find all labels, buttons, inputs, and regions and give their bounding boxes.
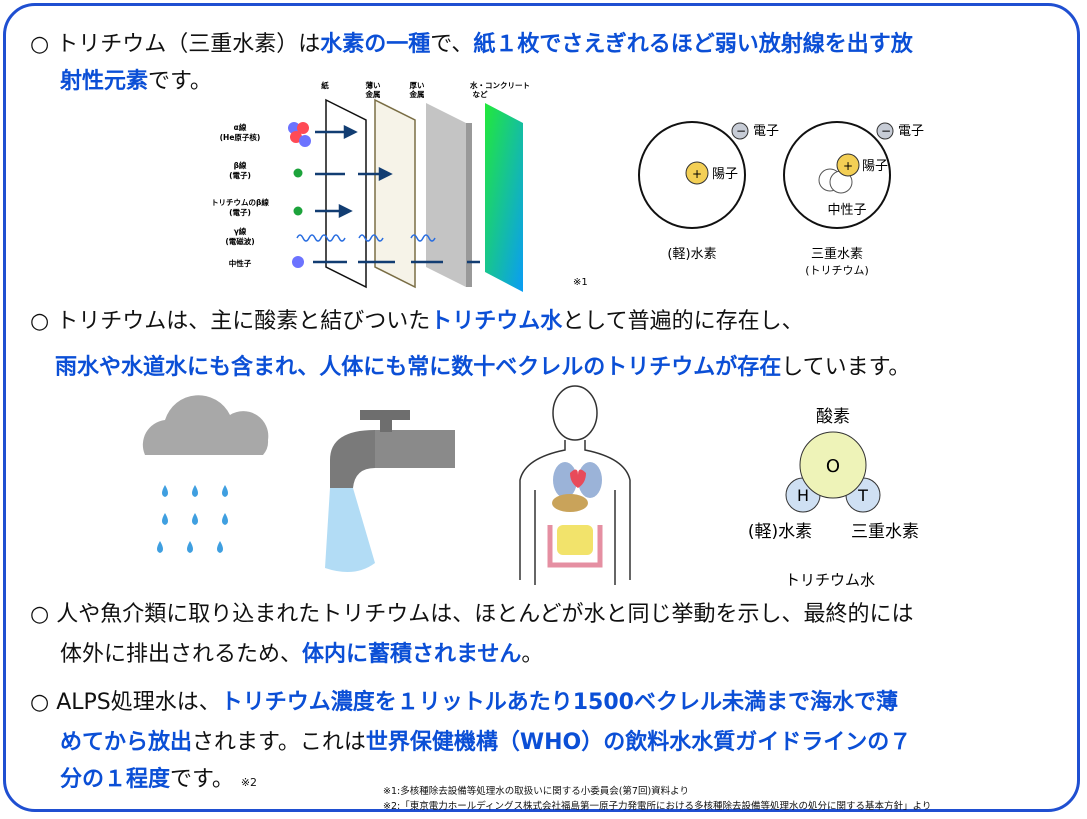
- illustrations: 酸素 H T O (軽)水素 三重水素 トリチウム水: [142, 385, 919, 589]
- tritiated-water-molecule: 酸素 H T O (軽)水素 三重水素 トリチウム水: [748, 407, 919, 589]
- ray-label: α線: [234, 122, 247, 132]
- highlight: 世界保健機構（WHO）の飲料水水質ガイドラインの７: [365, 730, 912, 755]
- highlight: 雨水や水道水にも含まれ、人体にも常に数十ベクレルのトリチウムが存在: [55, 355, 782, 380]
- ray-label: β線: [234, 160, 247, 170]
- label-tritium: 三重水素: [851, 522, 919, 542]
- ray-label: (電子): [229, 207, 251, 217]
- text: 。: [521, 642, 544, 667]
- human-body-icon: [519, 385, 631, 585]
- label-electron: 電子: [753, 124, 779, 139]
- text: トリチウムは、主に酸素と結びついた: [56, 309, 431, 334]
- bullet: ○: [30, 690, 50, 715]
- label-light-hydrogen: (軽)水素: [667, 247, 716, 262]
- paragraph-4-line-3: 分の１程度です。 ※2: [60, 765, 257, 798]
- ray-label: γ線: [234, 226, 247, 236]
- electron-icon: [731, 122, 749, 140]
- paragraph-4-line-1: ○ ALPS処理水は、トリチウム濃度を１リットルあたり1500ベクレル未満まで海…: [30, 688, 898, 718]
- electron-icon: [876, 122, 894, 140]
- text: で、: [430, 32, 474, 57]
- proton-icon: [685, 161, 709, 185]
- thin-metal-barrier: [374, 98, 416, 289]
- paragraph-2-line-2: 雨水や水道水にも含まれ、人体にも常に数十ベクレルのトリチウムが存在しています。: [55, 353, 910, 383]
- ray-label: トリチウムのβ線: [211, 197, 269, 207]
- highlight: 水素の一種: [320, 32, 431, 57]
- paragraph-1-line-1: ○ トリチウム（三重水素）は水素の一種で、紙１枚でさえぎれるほど弱い放射線を出す…: [30, 30, 913, 60]
- highlight: 射性元素: [60, 69, 149, 94]
- paragraph-2-line-1: ○ トリチウムは、主に酸素と結びついたトリチウム水として普遍的に存在し、: [30, 307, 804, 337]
- footnote-1: ※1:多核種除去設備等処理水の取扱いに関する小委員会(第7回)資料より: [383, 786, 689, 797]
- label-thick: 厚い: [410, 81, 425, 90]
- paragraph-3-line-2: 体外に排出されるため、体内に蓄積されません。: [60, 640, 543, 670]
- t-atom: T: [857, 486, 868, 505]
- hydrogen-atoms-diagram: − 電子 + 陽子 (軽)水素 − 電子 + 陽子 中性子 三重水素 (トリチウ…: [638, 121, 924, 277]
- label-oxygen: 酸素: [816, 407, 850, 427]
- text: です。: [148, 69, 212, 94]
- water-concrete-barrier: [485, 103, 523, 292]
- label-electron: 電子: [898, 124, 924, 139]
- faucet-icon: [325, 410, 455, 572]
- text: ALPS処理水は、: [56, 690, 221, 715]
- highlight: 分の１程度: [60, 767, 171, 792]
- svg-text:+: +: [692, 167, 702, 181]
- highlight: トリチウム水: [430, 309, 563, 334]
- text: 人や魚介類に取り込まれたトリチウムは、ほとんどが水と同じ挙動を示し、最終的には: [56, 602, 914, 627]
- bullet: ○: [30, 32, 50, 57]
- label-proton: 陽子: [862, 159, 888, 174]
- text: されます。これは: [192, 730, 366, 755]
- text: 体外に排出されるため、: [60, 642, 303, 667]
- highlight: めてから放出: [60, 730, 193, 755]
- ray-label: (電磁波): [225, 236, 254, 246]
- label-proton: 陽子: [712, 167, 738, 182]
- label-thin: 薄い: [366, 80, 381, 90]
- label-etc: など: [473, 89, 488, 99]
- text: トリチウム（三重水素）は: [56, 32, 321, 57]
- ray-label: (電子): [229, 170, 251, 180]
- ray-arrows: [313, 124, 480, 264]
- proton-icon: [836, 153, 860, 177]
- label-water-concrete: 水・コンクリート: [470, 80, 530, 90]
- note-2-marker: ※2: [240, 776, 258, 789]
- particles: [288, 122, 311, 268]
- label-tritiated-water: トリチウム水: [785, 571, 875, 589]
- text: しています。: [781, 355, 911, 380]
- ray-label: (He原子核): [220, 132, 261, 142]
- highlight: トリチウム濃度を１リットルあたり1500ベクレル未満まで海水で薄: [220, 690, 898, 715]
- radiation-penetration-diagram: 紙 薄い 金属 厚い 金属 水・コンクリート など α線 (He原子核) β線 …: [211, 80, 588, 292]
- label-tritium-sub: (トリチウム): [805, 264, 869, 277]
- ray-label: 中性子: [229, 258, 252, 268]
- highlight: 体内に蓄積されません: [302, 642, 522, 667]
- bullet: ○: [30, 602, 50, 627]
- rain-cloud-icon: [142, 395, 269, 553]
- svg-text:+: +: [843, 159, 853, 173]
- text: として普遍的に存在し、: [562, 309, 804, 334]
- paragraph-3-line-1: ○ 人や魚介類に取り込まれたトリチウムは、ほとんどが水と同じ挙動を示し、最終的に…: [30, 600, 914, 630]
- gamma-wave: [296, 234, 436, 242]
- label-paper: 紙: [321, 80, 329, 90]
- label-metal: 金属: [409, 89, 425, 99]
- label-tritium: 三重水素: [811, 246, 863, 262]
- highlight: 紙１枚でさえぎれるほど弱い放射線を出す放: [473, 32, 913, 57]
- bullet: ○: [30, 309, 50, 334]
- note-1-marker: ※1: [573, 277, 588, 288]
- o-atom: O: [826, 456, 840, 477]
- label-light-hydrogen: (軽)水素: [748, 522, 812, 542]
- slide-frame: [3, 3, 1080, 812]
- text: です。: [170, 767, 234, 792]
- svg-text:−: −: [881, 124, 891, 138]
- svg-text:−: −: [736, 124, 746, 138]
- paragraph-1-line-2: 射性元素です。: [60, 67, 212, 97]
- label-neutron: 中性子: [827, 203, 866, 218]
- h-atom: H: [797, 486, 809, 505]
- paragraph-4-line-2: めてから放出されます。これは世界保健機構（WHO）の飲料水水質ガイドラインの７: [60, 728, 911, 758]
- thick-metal-barrier: [426, 103, 466, 287]
- footnote-2: ※2:「東京電力ホールディングス株式会社福島第一原子力発電所における多核種除去設…: [383, 801, 932, 812]
- label-metal: 金属: [365, 89, 381, 99]
